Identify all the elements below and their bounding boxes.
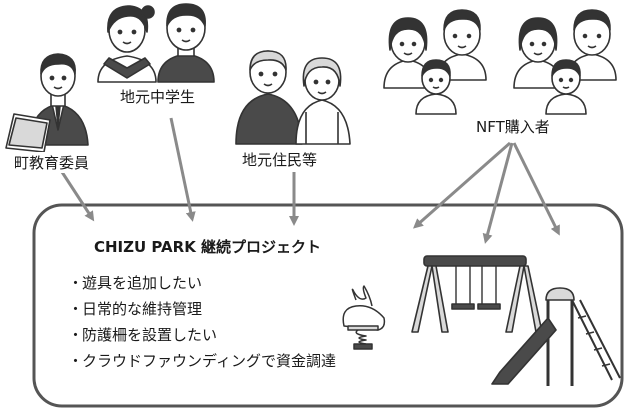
arrow-nft-to-swing xyxy=(482,142,514,244)
label-board-of-education: 町教育委員 xyxy=(12,152,92,173)
residents-figure xyxy=(235,50,351,145)
list-item: ・遊具を追加したい xyxy=(68,270,336,296)
label-local-students: 地元中学生 xyxy=(118,86,198,107)
project-title: CHIZU PARK 継続プロジェクト xyxy=(94,238,322,256)
arrow-students-to-project xyxy=(169,117,196,222)
list-item: ・クラウドファウンディングで資金調達 xyxy=(68,348,336,374)
nft-buyers-group-left xyxy=(383,9,487,115)
bullet-glyph: ・ xyxy=(68,326,84,344)
arrow-board-to-project xyxy=(60,171,95,222)
slide-illustration xyxy=(491,287,621,386)
bullet-glyph: ・ xyxy=(68,352,84,370)
list-item: ・日常的な維持管理 xyxy=(68,296,336,322)
list-item: ・防護柵を設置したい xyxy=(68,322,336,348)
nft-buyers-group-right xyxy=(513,9,617,115)
bullet-glyph: ・ xyxy=(68,274,84,292)
label-nft-buyers: NFT購入者 xyxy=(474,116,552,137)
goal-text: クラウドファウンディングで資金調達 xyxy=(82,352,336,370)
project-goals-list: ・遊具を追加したい ・日常的な維持管理 ・防護柵を設置したい ・クラウドファウン… xyxy=(68,270,336,374)
spring-rider-illustration xyxy=(342,285,386,350)
swing-set-illustration xyxy=(411,255,543,333)
label-local-residents: 地元住民等 xyxy=(240,149,320,170)
goal-text: 日常的な維持管理 xyxy=(82,300,203,318)
goal-text: 防護柵を設置したい xyxy=(82,326,218,344)
students-figure xyxy=(97,3,215,83)
goal-text: 遊具を追加したい xyxy=(82,274,203,292)
bullet-glyph: ・ xyxy=(68,300,84,318)
arrow-nft-to-project xyxy=(413,141,511,229)
board-member-figure xyxy=(5,53,89,153)
arrow-nft-to-slide xyxy=(512,142,560,236)
